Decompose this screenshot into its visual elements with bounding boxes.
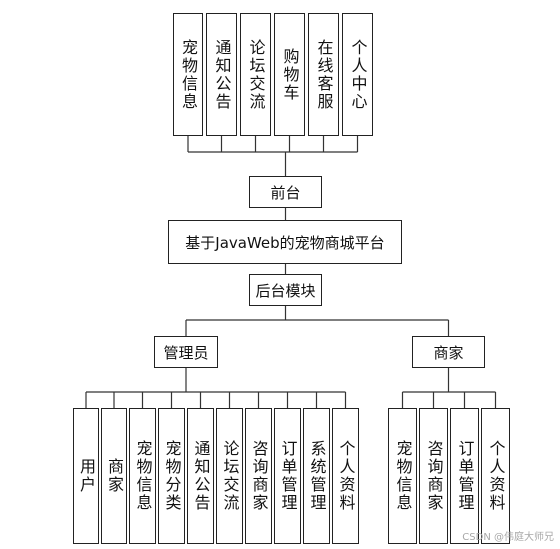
admin-module-system-management: 系统管理 [303, 408, 330, 544]
admin-module-users: 用户 [73, 408, 99, 544]
merchant-module-order-management: 订单管理 [450, 408, 479, 544]
platform-title-node: 基于JavaWeb的宠物商城平台 [168, 220, 402, 264]
admin-module-merchants: 商家 [101, 408, 127, 544]
frontend-module-pet-info: 宠物信息 [173, 13, 203, 136]
admin-module-profile: 个人资料 [332, 408, 359, 544]
merchant-module-profile: 个人资料 [481, 408, 510, 544]
frontend-module-notices: 通知公告 [206, 13, 237, 136]
admin-module-order-management: 订单管理 [274, 408, 301, 544]
merchant-module-consult-merchant: 咨询商家 [419, 408, 448, 544]
frontend-node: 前台 [249, 176, 322, 208]
watermark: CSDN @伟庭大师兄 [462, 532, 554, 543]
merchant-node: 商家 [412, 336, 485, 368]
frontend-module-cart: 购物车 [274, 13, 305, 136]
admin-module-pet-category: 宠物分类 [158, 408, 185, 544]
backend-node: 后台模块 [249, 274, 322, 306]
frontend-module-online-service: 在线客服 [308, 13, 339, 136]
frontend-module-forum: 论坛交流 [240, 13, 271, 136]
frontend-module-personal-center: 个人中心 [342, 13, 373, 136]
merchant-module-pet-info: 宠物信息 [388, 408, 417, 544]
admin-node: 管理员 [154, 336, 218, 368]
admin-module-forum: 论坛交流 [216, 408, 243, 544]
admin-module-consult-merchant: 咨询商家 [245, 408, 272, 544]
admin-module-pet-info: 宠物信息 [129, 408, 156, 544]
admin-module-notices: 通知公告 [187, 408, 214, 544]
